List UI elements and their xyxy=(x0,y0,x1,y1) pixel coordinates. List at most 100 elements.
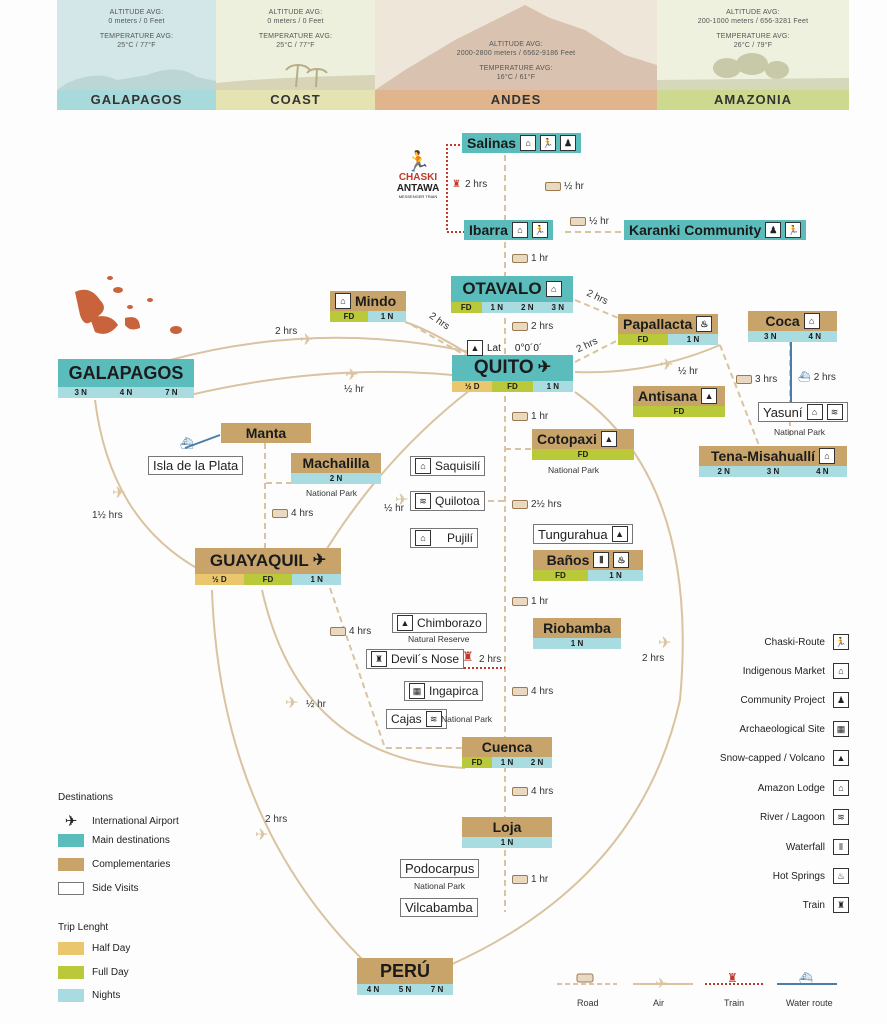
archaeological-site-icon: ▦ xyxy=(409,683,425,699)
dest-ibarra[interactable]: Ibarra⌂🏃 xyxy=(464,220,553,240)
side-yasuni[interactable]: Yasuní⌂≋ xyxy=(758,402,848,422)
side-devils-nose[interactable]: ♜Devil´s Nose xyxy=(366,649,465,669)
car-icon xyxy=(330,626,346,636)
trip-fullday: FD xyxy=(451,302,482,313)
swatch-halfday xyxy=(58,942,84,955)
time-ingapirca-cuenca: 4 hrs xyxy=(512,686,553,697)
time-value: 1 hr xyxy=(531,874,549,885)
plane-icon: ✈ xyxy=(658,633,671,652)
community-project-icon: ♟ xyxy=(560,135,577,151)
place-name: Ingapirca xyxy=(429,684,479,698)
altitude-value: 200-1000 meters / 656-3281 Feet xyxy=(697,18,809,25)
place-name: Vilcabamba xyxy=(405,900,473,915)
dest-cotopaxi[interactable]: Cotopaxi▲ FD xyxy=(532,429,634,460)
volcano-icon: ▲ xyxy=(701,388,718,404)
dest-karanki[interactable]: Karanki Community♟🏃 xyxy=(624,220,807,240)
region-andes: ALTITUDE AVG:2000-2800 meters / 6562-918… xyxy=(375,0,657,110)
altitude-label: ALTITUDE AVG: xyxy=(268,9,323,16)
dest-machalilla[interactable]: Machalilla 2 N xyxy=(291,453,381,484)
place-name: Papallacta xyxy=(623,316,693,332)
plane-icon: ✈ xyxy=(255,825,268,844)
chaski-antawa-logo: 🏃 CHASKI ANTAWA MESSENGER TRAIN xyxy=(392,152,444,199)
lat-label: Lat xyxy=(487,342,501,354)
indigenous-market-icon: ⌂ xyxy=(415,530,431,546)
indigenous-market-icon: ⌂ xyxy=(415,458,431,474)
side-chimborazo[interactable]: ▲Chimborazo xyxy=(392,613,487,633)
region-name: AMAZONIA xyxy=(657,90,849,110)
side-vilcabamba[interactable]: Vilcabamba xyxy=(400,898,478,917)
legend-train-route: Train xyxy=(724,998,745,1008)
air-route-quito-galapagos xyxy=(169,336,471,361)
side-ingapirca[interactable]: ▦ Ingapirca xyxy=(404,681,484,701)
svg-text:♜: ♜ xyxy=(727,971,738,985)
hot-springs-icon: ♨ xyxy=(696,316,713,332)
temperature-label: TEMPERATURE AVG: xyxy=(99,33,174,40)
train-icon: ♜ xyxy=(462,649,474,664)
altitude-value: 2000-2800 meters / 6562-9186 Feet xyxy=(456,50,576,57)
side-saquisili[interactable]: ⌂Saquisilí xyxy=(410,456,486,476)
cotopaxi-subtitle: National Park xyxy=(548,465,600,475)
region-amazonia: ALTITUDE AVG:200-1000 meters / 656-3281 … xyxy=(657,0,849,110)
side-tungurahua[interactable]: Tungurahua▲ xyxy=(533,524,633,544)
amazon-lodge-icon: ⌂ xyxy=(335,293,351,309)
car-icon xyxy=(736,374,752,384)
indigenous-market-icon: ⌂ xyxy=(545,281,562,297)
time-value: 4 hrs xyxy=(291,508,314,519)
dest-manta[interactable]: Manta xyxy=(221,423,311,443)
logo-line3: MESSENGER TRAIN xyxy=(398,194,438,199)
air-route-quito-peru xyxy=(449,391,684,966)
boat-icon: ⛴ xyxy=(180,438,194,450)
time-loja-vilcabamba: 1 hr xyxy=(512,874,548,885)
trip-fullday: FD xyxy=(492,381,533,392)
community-project-icon: ♟ xyxy=(833,692,849,708)
side-cajas[interactable]: Cajas≋ xyxy=(386,709,447,729)
dest-antisana[interactable]: Antisana▲ FD xyxy=(633,386,725,417)
side-isla-de-la-plata[interactable]: Isla de la Plata xyxy=(148,456,244,475)
legend-train: Train♜ xyxy=(803,897,849,913)
legend-label: Amazon Lodge xyxy=(757,782,825,794)
region-name: COAST xyxy=(216,90,375,110)
dest-riobamba[interactable]: Riobamba 1 N xyxy=(533,618,621,649)
svg-text:⛴: ⛴ xyxy=(799,972,813,985)
trip-nights: 1 N xyxy=(588,570,643,581)
dest-salinas[interactable]: Salinas⌂🏃♟ xyxy=(462,133,582,153)
place-name: Tena-Misahuallí xyxy=(711,448,815,464)
legend-community-project: Community Project♟ xyxy=(741,692,849,708)
lat-value: 0°0´0´ xyxy=(514,342,543,354)
mountain-silhouette xyxy=(375,5,657,90)
side-podocarpus[interactable]: Podocarpus xyxy=(400,859,480,878)
place-name: PERÚ xyxy=(379,961,430,981)
side-quilotoa[interactable]: ≋Quilotoa xyxy=(410,491,485,511)
trip-nights: 4 N xyxy=(797,466,847,477)
side-pujili[interactable]: ⌂Pujilí xyxy=(410,528,479,548)
logo-line1: CHASKI xyxy=(398,172,438,183)
train-icon: ♜ xyxy=(371,651,387,667)
car-icon xyxy=(512,253,528,263)
car-icon xyxy=(272,508,288,518)
dest-loja[interactable]: Loja 1 N xyxy=(462,817,552,848)
trip-fullday: FD xyxy=(330,311,368,322)
place-name: Machalilla xyxy=(302,455,370,471)
swatch-fullday xyxy=(58,966,84,979)
legend-halfday: Half Day xyxy=(58,942,130,955)
legend-water-route: Water route xyxy=(786,998,833,1008)
place-name: Tungurahua xyxy=(538,526,608,542)
time-ibarra-otavalo: 1 hr xyxy=(512,253,548,264)
trip-nights: 1 N xyxy=(668,334,718,345)
legend-label: Train xyxy=(802,899,825,911)
air-route-galapagos-guayaquil xyxy=(94,399,201,571)
trip-fullday: FD xyxy=(243,574,293,585)
legend-label: Side Visits xyxy=(92,883,139,894)
